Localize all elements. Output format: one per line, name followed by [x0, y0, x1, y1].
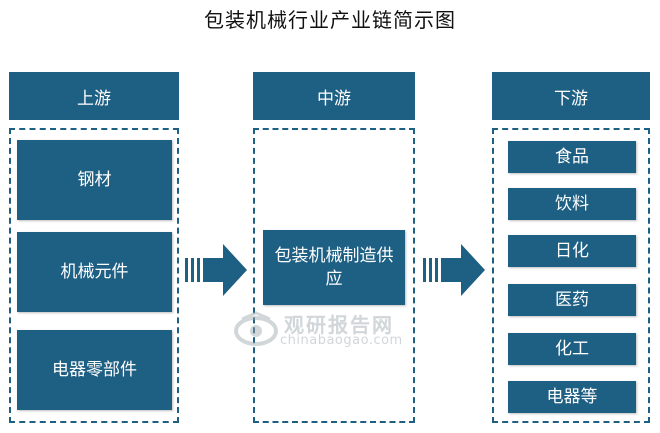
upstream-frame	[9, 128, 179, 423]
downstream-item-pharmaceutical: 医药	[508, 284, 636, 316]
flow-arrow-upstream-to-midstream	[185, 244, 247, 296]
downstream-item-chemical: 化工	[508, 333, 636, 365]
downstream-frame	[492, 128, 650, 423]
watermark-url: chinabaogao.com	[280, 333, 403, 348]
downstream-item-electrical-appliances: 电器等	[508, 381, 636, 413]
midstream-frame	[253, 128, 415, 423]
downstream-header: 下游	[492, 72, 650, 120]
diagram-title: 包装机械行业产业链简示图	[204, 8, 456, 32]
upstream-item-steel: 钢材	[17, 140, 172, 220]
watermark-name: 观研报告网	[284, 313, 394, 337]
downstream-item-food: 食品	[508, 141, 636, 173]
midstream-manufacturing-box: 包装机械制造供应	[263, 230, 405, 305]
downstream-item-daily-chemicals: 日化	[508, 235, 636, 267]
watermark: 观研报告网 chinabaogao.com	[234, 307, 434, 353]
downstream-item-beverage: 饮料	[508, 188, 636, 220]
watermark-logo-icon	[234, 311, 278, 346]
flow-arrow-midstream-to-downstream	[423, 244, 485, 296]
upstream-header: 上游	[9, 72, 179, 120]
upstream-item-electrical-parts: 电器零部件	[17, 330, 172, 410]
midstream-header: 中游	[253, 72, 415, 120]
upstream-item-mechanical-parts: 机械元件	[17, 232, 172, 312]
